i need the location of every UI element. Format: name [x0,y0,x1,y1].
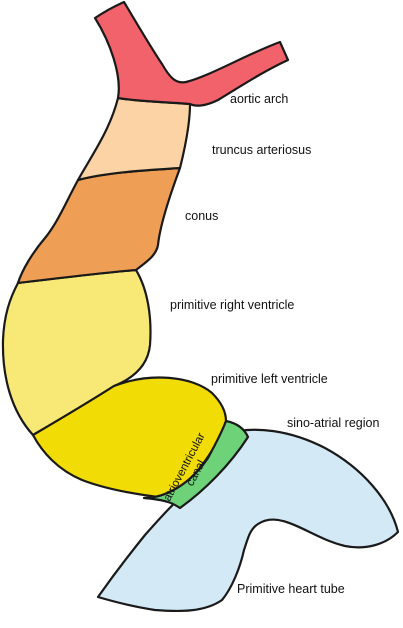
label-aortic-arch: aortic arch [230,92,288,106]
aortic-arch [93,0,290,107]
truncus-arteriosus [76,96,192,182]
conus [16,166,182,285]
label-truncus-arteriosus: truncus arteriosus [212,143,311,157]
sino-atrial-region [96,428,400,613]
label-primitive-left-ventricle: primitive left ventricle [211,372,328,386]
label-primitive-right-ventricle: primitive right ventricle [170,298,294,312]
label-primitive-heart-tube: Primitive heart tube [237,582,345,596]
label-sino-atrial-region: sino-atrial region [287,416,379,430]
atrioventricular-canal [142,419,250,510]
label-conus: conus [185,209,218,223]
